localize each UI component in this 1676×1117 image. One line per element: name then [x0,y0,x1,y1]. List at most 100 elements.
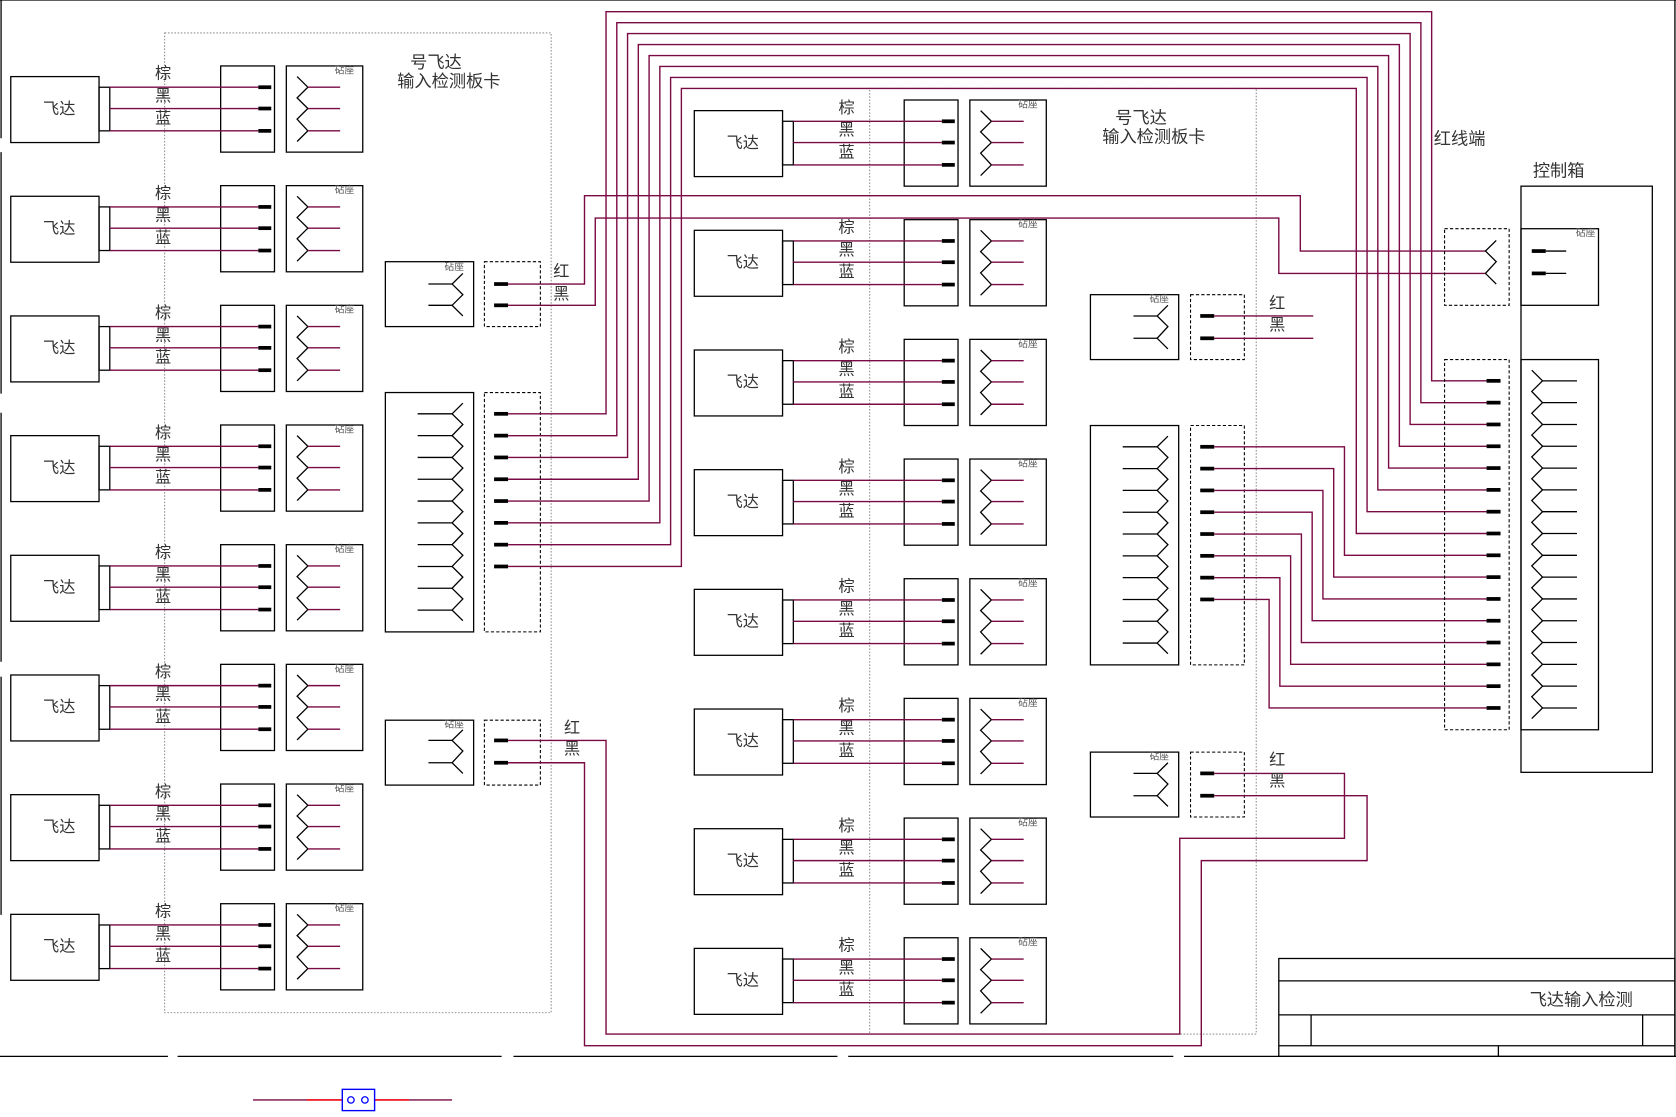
socket-label: 砧座 [1018,98,1038,110]
signal-connector-2 [1191,426,1245,665]
power-red-label-4: 红 [1269,750,1285,769]
feeder-label: 飞达 [727,372,759,391]
wire-color-label: 黑 [155,206,171,225]
right-signal-route-1 [1214,469,1486,578]
red-terminal-label: 红线端 [1434,130,1486,150]
right-signal-route-2 [1214,490,1486,599]
left-signal-route-4 [508,56,1486,502]
feeder-plug [99,686,110,730]
socket-label: 砧座 [335,423,355,435]
wire-color-label: 蓝 [155,228,171,247]
wire-color-label: 黑 [155,326,171,345]
wire-color-label: 蓝 [155,108,171,127]
socket-zigzag [297,555,308,620]
feeder-unit-left-4: 飞达棕黑蓝砧座 [11,543,363,631]
wire-color-label: 黑 [839,479,855,498]
wire-color-label: 棕 [155,423,171,442]
wire-color-label: 棕 [155,782,171,801]
wire-color-label: 黑 [155,86,171,105]
wire-color-label: 蓝 [839,262,855,281]
routing-wires [508,12,1486,1046]
right-signal-route-3 [1214,512,1486,621]
left-signal-route-5 [508,66,1486,522]
socket-label: 砧座 [1018,218,1038,230]
feeder-plug [99,566,110,610]
right-board-title-2: 输入检测板卡 [1102,128,1205,148]
socket-zigzag [981,589,992,654]
red-terminal-zigzag [1485,240,1496,284]
wire-color-label: 黑 [155,924,171,943]
power-red-label-3: 红 [1269,294,1285,313]
feeder-unit-right-0: 飞达棕黑蓝砧座 [694,98,1046,186]
power-socket-label: 砧座 [445,719,465,731]
left-signal-route-6 [508,77,1486,544]
socket-zigzag [981,948,992,1013]
feeder-label: 飞达 [727,253,759,272]
feeder-plug [783,361,794,405]
feeder-unit-right-4: 飞达棕黑蓝砧座 [694,577,1046,665]
wire-color-label: 黑 [839,838,855,857]
signal-connector [484,393,540,632]
wire-color-label: 蓝 [839,741,855,760]
power-socket-label: 砧座 [1150,751,1170,763]
feeder-label: 飞达 [727,492,759,511]
socket-zigzag [297,795,308,860]
power-socket-label: 砧座 [1150,293,1170,305]
wire-color-label: 黑 [155,804,171,823]
socket-label: 砧座 [1018,936,1038,948]
feeder-plug [783,241,794,285]
feeder-plug [99,207,110,251]
feeder-label: 飞达 [727,612,759,631]
socket-zigzag [981,111,992,176]
left-signal-route-7 [508,88,1486,566]
feeder-unit-left-5: 飞达棕黑蓝砧座 [11,662,363,750]
socket-label: 砧座 [335,543,355,555]
power-black-label-4: 黑 [1269,771,1285,790]
feeder-label: 飞达 [43,937,75,956]
wire-color-label: 棕 [155,303,171,322]
feeder-plug [783,480,794,524]
feeder-unit-left-6: 飞达棕黑蓝砧座 [11,782,363,870]
feeder-label: 飞达 [727,971,759,990]
feeder-plug [99,446,110,490]
socket-label: 砧座 [335,184,355,196]
wire-color-label: 蓝 [839,861,855,880]
wire-color-label: 蓝 [839,382,855,401]
socket-label: 砧座 [1018,577,1038,589]
power-black-label-3: 黑 [1269,315,1285,334]
wire-color-label: 黑 [839,360,855,379]
feeder-unit-right-5: 飞达棕黑蓝砧座 [694,696,1046,784]
power-black-label-1: 黑 [553,284,569,303]
feeder-label: 飞达 [43,458,75,477]
power-connector [484,262,540,327]
signal-socket-2-zigzag [1157,436,1168,654]
power-connector-3 [1191,295,1245,360]
power-socket-label: 砧座 [445,261,465,273]
left-board-title-1: 号飞达 [410,53,462,73]
socket-label: 砧座 [335,663,355,675]
component-terminal-2 [362,1097,368,1103]
wire-color-label: 蓝 [839,143,855,162]
socket-zigzag [297,675,308,740]
red-terminal-connector [1445,229,1510,306]
power-socket-zigzag [452,273,463,316]
feeder-label: 飞达 [43,219,75,238]
wire-color-label: 棕 [155,902,171,921]
wire-color-label: 棕 [839,98,855,117]
right-board-title-1: 号飞达 [1115,108,1167,128]
wire-color-label: 棕 [839,936,855,955]
power-connector-4 [1191,752,1245,817]
feeder-unit-left-1: 飞达棕黑蓝砧座 [11,183,363,271]
left-signal-route-0 [508,12,1486,414]
feeder-unit-left-2: 飞达棕黑蓝砧座 [11,303,363,391]
wire-color-label: 蓝 [839,980,855,999]
left-signal-route-2 [508,34,1486,458]
right-signal-route-5 [1214,556,1486,665]
socket-label: 砧座 [335,902,355,914]
